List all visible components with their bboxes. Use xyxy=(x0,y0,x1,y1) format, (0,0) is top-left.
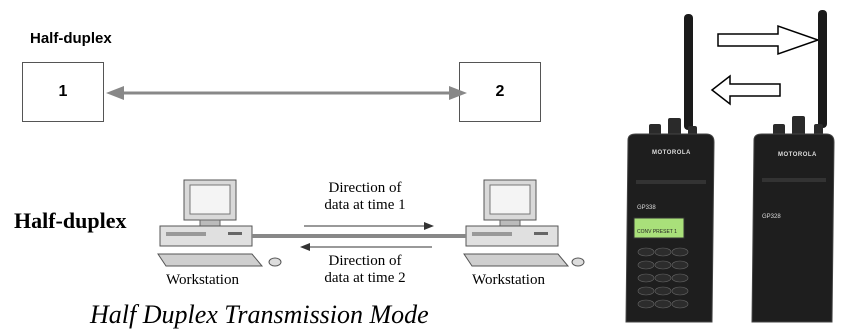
direction-arrow-1 xyxy=(304,222,434,230)
node-2-label: 2 xyxy=(495,83,505,100)
workstation-left-label: Workstation xyxy=(166,272,239,288)
direction-arrow-2 xyxy=(300,243,432,251)
node-1-label: 1 xyxy=(58,83,68,100)
direction-2-line-1: Direction of xyxy=(328,253,402,269)
workstation-right-icon xyxy=(463,179,585,267)
workstation-right-label: Workstation xyxy=(472,272,545,288)
direction-1-line-1: Direction of xyxy=(328,180,402,196)
direction-1-line-2: data at time 1 xyxy=(324,197,406,213)
outline-arrow-left xyxy=(710,74,781,106)
bidirectional-arrow xyxy=(106,86,467,100)
radio-right-brand: MOTOROLA xyxy=(778,152,817,158)
direction-2-line-2: data at time 2 xyxy=(324,270,406,286)
workstation-left-icon xyxy=(157,179,282,267)
direction-2-label: Direction of data at time 2 xyxy=(290,253,440,287)
figure-caption: Half Duplex Transmission Mode xyxy=(90,300,429,329)
node-2-box: 2 xyxy=(459,62,541,122)
direction-1-label: Direction of data at time 1 xyxy=(290,180,440,214)
radio-left-model: GP338 xyxy=(637,205,656,211)
bottom-diagram-title: Half-duplex xyxy=(14,208,127,233)
radio-left-brand: MOTOROLA xyxy=(652,150,691,156)
outline-arrow-right xyxy=(717,24,821,56)
radio-right-icon xyxy=(751,10,835,323)
radio-right-model: GP328 xyxy=(762,214,781,220)
node-1-box: 1 xyxy=(22,62,104,122)
top-diagram-title: Half-duplex xyxy=(30,30,112,47)
radio-left-screen-text: CONV PRESET 1 xyxy=(637,229,677,235)
radio-left-icon xyxy=(625,14,715,323)
